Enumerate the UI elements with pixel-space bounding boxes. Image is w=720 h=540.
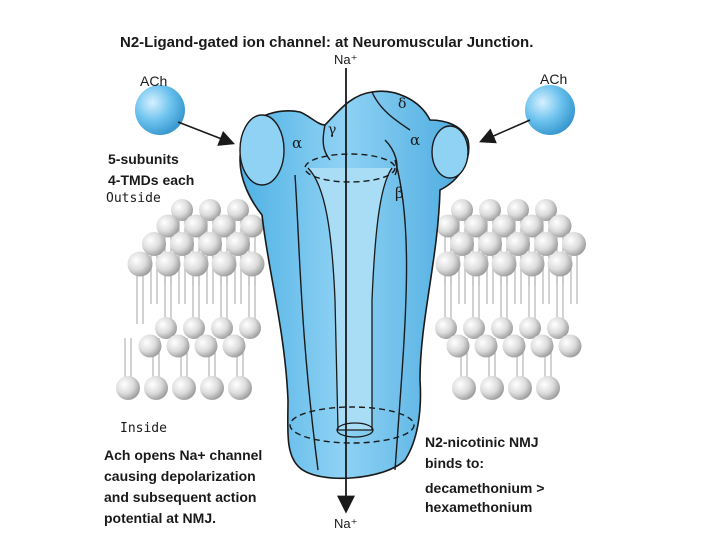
lipid-head	[464, 252, 489, 277]
lipid-head	[198, 232, 222, 256]
lipid-head	[562, 232, 586, 256]
lipid-head	[548, 252, 573, 277]
lipid-head	[226, 232, 250, 256]
lipid-head	[478, 232, 502, 256]
lipid-head	[195, 335, 218, 358]
subunit-delta: δ	[398, 96, 406, 112]
lipid-head	[142, 232, 166, 256]
lipid-head	[128, 252, 153, 277]
lipid-head	[452, 376, 476, 400]
na-top-label: Na⁺	[334, 52, 357, 67]
outside-label: Outside	[106, 191, 161, 206]
lipid-head	[503, 335, 526, 358]
lipid-head	[436, 252, 461, 277]
subunit-alpha-left: α	[292, 134, 302, 152]
lipid-head	[212, 252, 237, 277]
lipid-head	[144, 376, 168, 400]
lipid-head	[239, 317, 261, 339]
lipid-head	[520, 252, 545, 277]
right-caption-line: decamethonium >	[425, 480, 544, 496]
lipid-head	[508, 376, 532, 400]
lipid-head	[559, 335, 582, 358]
lipid-head	[475, 335, 498, 358]
left-caption-line: and subsequent action	[104, 489, 256, 505]
subunit-note-line-1: 5-subunits	[108, 151, 179, 167]
inside-label: Inside	[120, 421, 167, 436]
lipid-head	[447, 335, 470, 358]
lipid-head	[223, 335, 246, 358]
lipid-head	[228, 376, 252, 400]
lipid-head	[184, 252, 209, 277]
na-bottom-label: Na⁺	[334, 516, 357, 531]
lipid-head	[167, 335, 190, 358]
lipid-head	[450, 232, 474, 256]
right-caption-line: hexamethonium	[425, 499, 532, 515]
lipid-head	[170, 232, 194, 256]
alpha-right-binding-site	[432, 126, 468, 178]
lipid-head	[480, 376, 504, 400]
lipid-head	[506, 232, 530, 256]
subunit-beta: β	[395, 184, 404, 202]
subunit-note-line-2: 4-TMDs each	[108, 172, 194, 188]
left-caption-line: potential at NMJ.	[104, 510, 216, 526]
lipid-head	[156, 252, 181, 277]
subunit-alpha-right: α	[410, 131, 420, 149]
lipid-head	[116, 376, 140, 400]
lipid-head	[139, 335, 162, 358]
ach-molecule-right	[525, 85, 575, 135]
right-caption-line: binds to:	[425, 455, 484, 471]
right-caption-line: N2-nicotinic NMJ	[425, 434, 539, 450]
ach-left-arrow	[178, 122, 232, 143]
left-caption-line: causing depolarization	[104, 468, 256, 484]
lipid-head	[534, 232, 558, 256]
lipid-head	[536, 376, 560, 400]
ach-right-label: ACh	[540, 71, 567, 87]
alpha-left-binding-site	[240, 115, 284, 185]
ach-left-label: ACh	[140, 73, 167, 89]
lipid-head	[240, 252, 265, 277]
ion-channel	[240, 91, 469, 478]
lipid-head	[172, 376, 196, 400]
lipid-head	[492, 252, 517, 277]
left-caption-line: Ach opens Na+ channel	[104, 447, 262, 463]
diagram-title: N2-Ligand-gated ion channel: at Neuromus…	[120, 34, 533, 51]
lipid-head	[200, 376, 224, 400]
ach-molecule-left	[135, 85, 185, 135]
subunit-gamma: γ	[328, 122, 336, 138]
left-caption: Ach opens Na+ channel causing depolariza…	[104, 447, 262, 526]
lipid-head	[531, 335, 554, 358]
right-caption: N2-nicotinic NMJ binds to: decamethonium…	[425, 434, 544, 515]
ach-right-arrow	[482, 120, 530, 141]
